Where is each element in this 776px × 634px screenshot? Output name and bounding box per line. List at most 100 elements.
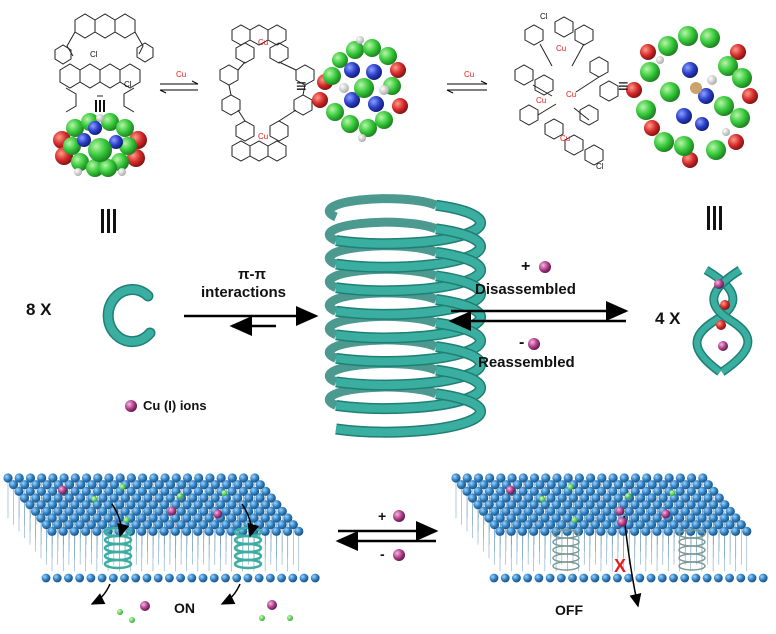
lipid-head-top xyxy=(697,513,707,523)
lipid-head-top xyxy=(137,526,147,536)
membrane-channel-ring xyxy=(552,537,580,547)
cu-label-top-right: Cu xyxy=(464,70,475,79)
lipid-head-top xyxy=(512,520,522,530)
lipid-head-bottom xyxy=(310,573,320,583)
lipid-head-top xyxy=(563,500,573,510)
lipid-head-top xyxy=(647,506,657,516)
lipid-head-top xyxy=(233,493,243,503)
lipid-head-top xyxy=(596,526,606,536)
lipid-head-top xyxy=(148,500,158,510)
cu-ion-bottom-plus-icon xyxy=(393,510,405,522)
lipid-head-top xyxy=(642,473,652,483)
lipid-head-bottom xyxy=(176,573,186,583)
minus-sign-bottom: - xyxy=(380,546,385,562)
cl-atom-label-1: Cl xyxy=(90,50,98,59)
lipid-head-top xyxy=(495,526,505,536)
lipid-head-top xyxy=(86,520,96,530)
lipid-head-top xyxy=(199,506,209,516)
lipid-head-top xyxy=(210,480,221,490)
pi-pi-label: π-π xyxy=(238,266,266,283)
membrane-left xyxy=(3,473,320,605)
lipid-head-top xyxy=(187,520,197,530)
lipid-head-top xyxy=(546,493,556,503)
lipid-head-top xyxy=(8,480,19,490)
lipid-head-top xyxy=(115,473,125,483)
lipid-head-top xyxy=(653,473,663,483)
lipid-head-top xyxy=(216,500,226,510)
lipid-head-top xyxy=(227,473,237,483)
lipid-head-top xyxy=(36,500,46,510)
helix-turn-back xyxy=(324,217,438,245)
lipid-head-top xyxy=(97,520,108,530)
lipid-head-top xyxy=(646,520,657,530)
lipid-head-top xyxy=(580,480,590,490)
lipid-head-bottom xyxy=(86,573,96,583)
lipid-head-top xyxy=(714,506,724,516)
lipid-head-top xyxy=(607,526,617,536)
lipid-head-top xyxy=(272,500,282,510)
lipid-head-bottom xyxy=(500,573,510,583)
lipid-head-top xyxy=(686,500,696,510)
lipid-head-top xyxy=(277,520,287,530)
structure-macrocycle xyxy=(54,13,154,113)
lipid-head-top xyxy=(523,506,533,516)
lipid-head-top xyxy=(507,500,517,510)
lipid-head-top xyxy=(282,526,293,536)
lipid-head-top xyxy=(47,500,58,510)
lipid-head-top xyxy=(165,480,176,490)
cu-ion xyxy=(661,509,671,519)
cu-atom-label-1: Cu xyxy=(258,38,269,47)
lipid-head-top xyxy=(148,526,158,536)
lipid-head-top xyxy=(641,486,652,496)
lipid-head-top xyxy=(552,486,562,496)
lipid-head-top xyxy=(512,480,523,490)
cu-atom-label-3: Cu xyxy=(556,44,567,53)
lipid-head-top xyxy=(260,513,270,523)
lipid-head-top xyxy=(703,520,713,530)
lipid-head-top xyxy=(182,513,192,523)
lipid-head-top xyxy=(518,486,528,496)
lipid-head-top xyxy=(653,486,663,496)
lipid-head-top xyxy=(574,473,584,483)
lipid-head-top xyxy=(159,526,169,536)
lipid-head-top xyxy=(630,500,640,510)
lipid-head-top xyxy=(591,480,601,490)
structure-dicopper-complex xyxy=(219,24,315,162)
lipid-head-top xyxy=(557,506,567,516)
lipid-head-top xyxy=(675,513,685,523)
lipid-head-top xyxy=(635,506,646,516)
lipid-head-bottom xyxy=(142,573,152,583)
equilibrium-arrows-middle-right xyxy=(448,301,629,331)
lipid-head-top xyxy=(75,506,85,516)
lipid-head-top xyxy=(596,500,606,510)
lipid-head-bottom xyxy=(646,573,656,583)
cu-ion-plus-icon xyxy=(539,261,551,273)
cu-ion-bottom-minus-icon xyxy=(393,549,405,561)
lipid-head-top xyxy=(517,526,528,536)
minus-sign-middle: - xyxy=(519,334,525,351)
cu-ion xyxy=(505,485,515,495)
lipid-head-top xyxy=(692,506,702,516)
lipid-head-bottom xyxy=(725,573,734,583)
membrane-channel-ring xyxy=(678,537,706,547)
lipid-head-top xyxy=(204,526,214,536)
lipid-head-top xyxy=(92,513,102,523)
lipid-head-bottom xyxy=(232,573,242,583)
lipid-head-top xyxy=(529,486,539,496)
lipid-head-top xyxy=(630,513,640,523)
lipid-head-top xyxy=(485,473,495,483)
lipid-head-top xyxy=(104,486,114,496)
lipid-head-top xyxy=(266,493,276,503)
lipid-head-top xyxy=(462,486,472,496)
lipid-head-top xyxy=(187,506,198,516)
equiv-symbol-2: ≡ xyxy=(618,76,629,96)
lipid-head-top xyxy=(120,493,131,503)
lipid-head-top xyxy=(266,520,276,530)
lipid-head-bottom xyxy=(691,573,701,583)
lipid-head-top xyxy=(221,520,231,530)
lipid-head-bottom xyxy=(489,573,499,583)
lipid-head-top xyxy=(613,493,623,503)
lipid-head-top xyxy=(686,473,697,483)
lipid-head-top xyxy=(473,486,483,496)
lipid-head-top xyxy=(490,506,500,516)
